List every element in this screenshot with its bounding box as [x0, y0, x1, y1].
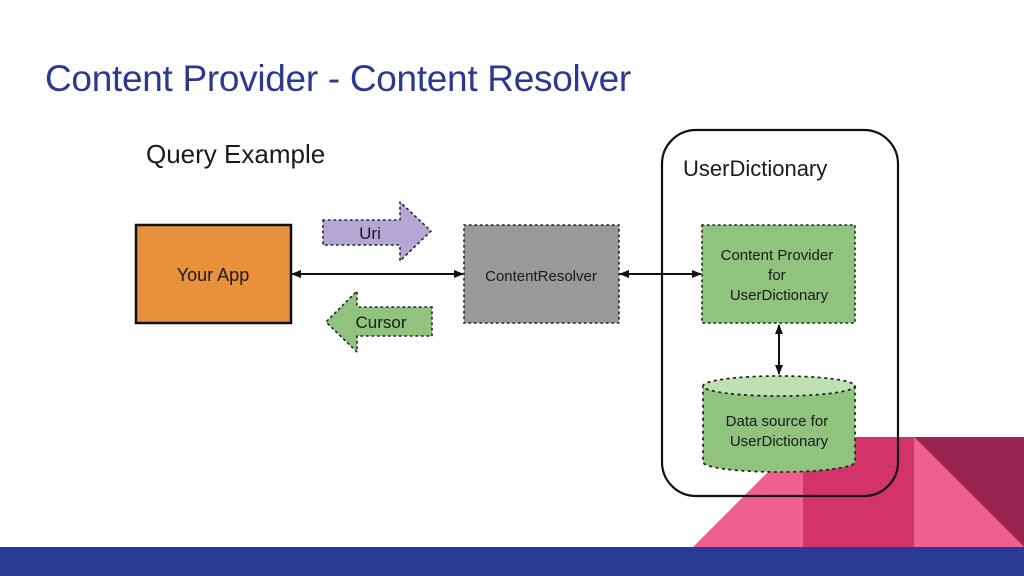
- data-source-top: [702, 375, 856, 397]
- diagram-heading: Query Example: [146, 139, 325, 169]
- uri-flow-label: Uri: [359, 224, 381, 243]
- data-source-label: Data source for UserDictionary: [726, 413, 833, 450]
- cursor-flow-label: Cursor: [355, 313, 406, 332]
- cursor-flow-arrow: [324, 289, 433, 354]
- userdictionary-container-label: UserDictionary: [683, 156, 827, 181]
- content-provider-box: [701, 224, 856, 324]
- data-source-body: [702, 385, 856, 473]
- data-source-label-line-2: UserDictionary: [730, 433, 829, 450]
- uri-flow-arrow: [322, 200, 433, 263]
- slide-title: Content Provider - Content Resolver: [45, 58, 631, 99]
- content-resolver-label: ContentResolver: [485, 268, 597, 285]
- content-provider-label: Content Provider for UserDictionary: [721, 247, 838, 304]
- data-source-cylinder: [702, 375, 856, 473]
- content-resolver-box: [463, 224, 620, 324]
- your-app-label: Your App: [177, 265, 249, 285]
- your-app-box: [134, 223, 293, 325]
- userdictionary-container: [660, 128, 900, 498]
- content-provider-label-line-2: for: [768, 267, 786, 284]
- data-source-label-line-1: Data source for: [726, 413, 829, 430]
- bottom-bar: [0, 547, 1024, 576]
- content-provider-label-line-1: Content Provider: [721, 247, 834, 264]
- decoration-maroon-triangle: [914, 437, 1024, 547]
- content-provider-label-line-3: UserDictionary: [730, 287, 829, 304]
